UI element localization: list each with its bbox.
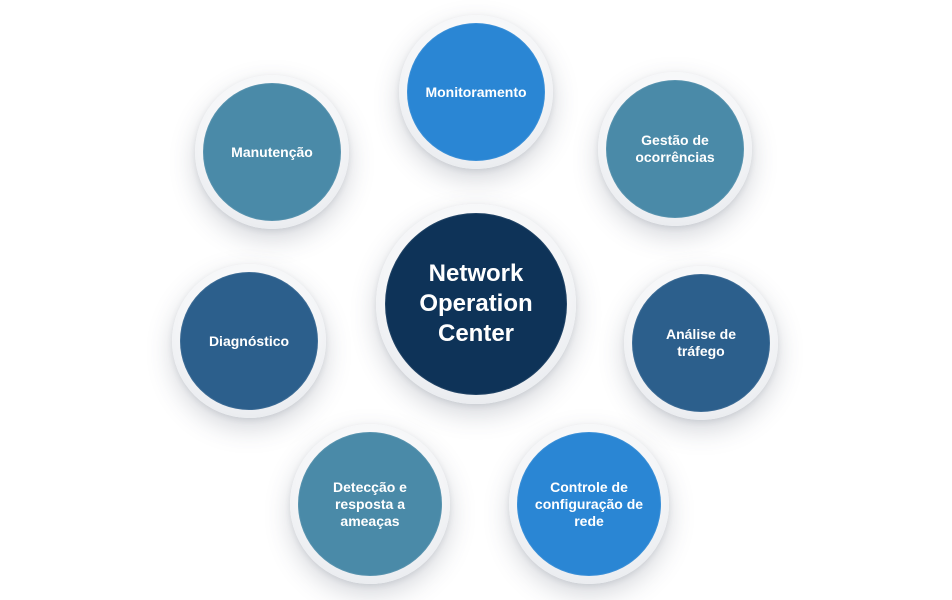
node-monitoramento: Monitoramento xyxy=(399,15,553,169)
node-diagnostico-label: Diagnóstico xyxy=(208,332,290,349)
node-gestao-ocorrencias: Gestão de ocorrências xyxy=(598,72,752,226)
center-node: Network Operation Center xyxy=(376,204,576,404)
node-controle-configuracao-disc: Controle de configuração de rede xyxy=(517,432,661,576)
node-manutencao: Manutenção xyxy=(195,75,349,229)
node-manutencao-disc: Manutenção xyxy=(203,83,341,221)
node-analise-trafego-label: Análise de tráfego xyxy=(665,326,737,359)
node-controle-configuracao: Controle de configuração de rede xyxy=(509,424,669,584)
node-monitoramento-disc: Monitoramento xyxy=(407,23,545,161)
node-manutencao-label: Manutenção xyxy=(231,143,313,160)
center-disc: Network Operation Center xyxy=(385,213,567,395)
node-controle-configuracao-label: Controle de configuração de rede xyxy=(534,478,644,529)
node-analise-trafego: Análise de tráfego xyxy=(624,266,778,420)
node-gestao-ocorrencias-label: Gestão de ocorrências xyxy=(635,132,715,165)
node-deteccao-resposta-label: Detecção e resposta a ameaças xyxy=(333,478,407,529)
node-monitoramento-label: Monitoramento xyxy=(425,83,527,100)
node-diagnostico: Diagnóstico xyxy=(172,264,326,418)
center-label: Network Operation Center xyxy=(419,260,533,347)
node-gestao-ocorrencias-disc: Gestão de ocorrências xyxy=(606,80,744,218)
node-analise-trafego-disc: Análise de tráfego xyxy=(632,274,770,412)
node-diagnostico-disc: Diagnóstico xyxy=(180,272,318,410)
node-deteccao-resposta: Detecção e resposta a ameaças xyxy=(290,424,450,584)
node-deteccao-resposta-disc: Detecção e resposta a ameaças xyxy=(298,432,442,576)
